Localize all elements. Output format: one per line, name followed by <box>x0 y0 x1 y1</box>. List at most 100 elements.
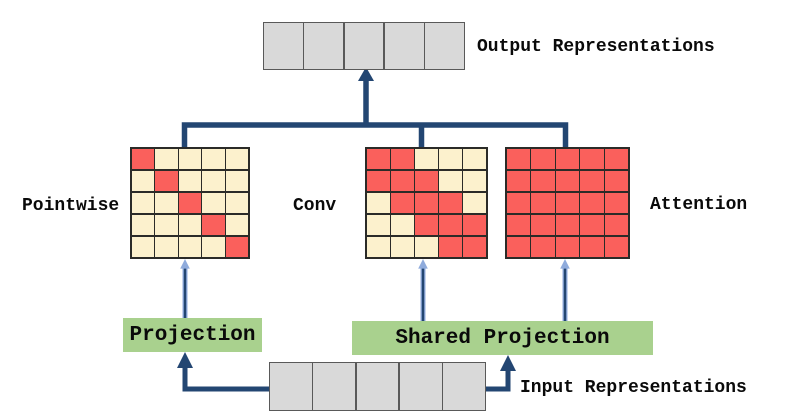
representation-cell <box>425 23 464 69</box>
inactive-matrix-cell <box>225 170 248 192</box>
output-representations-row <box>263 22 465 70</box>
shared-to-conv-arrow <box>418 259 428 321</box>
attention-matrix <box>505 147 630 259</box>
active-matrix-cell <box>580 192 604 214</box>
inactive-matrix-cell <box>202 236 225 257</box>
active-matrix-cell <box>507 192 531 214</box>
representation-cell <box>443 363 485 410</box>
inactive-matrix-cell <box>367 214 390 236</box>
representation-cell <box>313 363 356 410</box>
projection-box: Projection <box>123 318 262 352</box>
inactive-matrix-cell <box>202 149 225 170</box>
inactive-matrix-cell <box>391 214 414 236</box>
representation-cell <box>384 23 424 69</box>
projection-to-pointwise-arrow <box>180 259 190 318</box>
inactive-matrix-cell <box>391 236 414 257</box>
pointwise-label: Pointwise <box>22 196 120 216</box>
inactive-matrix-cell <box>202 192 225 214</box>
active-matrix-cell <box>555 170 580 192</box>
inactive-matrix-cell <box>155 192 178 214</box>
active-matrix-cell <box>391 192 414 214</box>
active-matrix-cell <box>531 170 555 192</box>
active-matrix-cell <box>531 214 555 236</box>
active-matrix-cell <box>580 214 604 236</box>
inactive-matrix-cell <box>202 170 225 192</box>
active-matrix-cell <box>507 170 531 192</box>
inactive-matrix-cell <box>225 214 248 236</box>
inactive-matrix-cell <box>463 170 486 192</box>
inactive-matrix-cell <box>415 236 438 257</box>
active-matrix-cell <box>580 149 604 170</box>
inactive-matrix-cell <box>178 236 202 257</box>
representation-cell <box>264 23 303 69</box>
inactive-matrix-cell <box>178 149 202 170</box>
active-matrix-cell <box>507 214 531 236</box>
conv-matrix <box>365 147 488 259</box>
active-matrix-cell <box>367 170 390 192</box>
inactive-matrix-cell <box>132 192 155 214</box>
active-matrix-cell <box>225 236 248 257</box>
active-matrix-cell <box>463 214 486 236</box>
output-arrow-head <box>358 67 374 81</box>
active-matrix-cell <box>391 149 414 170</box>
inactive-matrix-cell <box>439 170 462 192</box>
active-matrix-cell <box>415 170 438 192</box>
inactive-matrix-cell <box>225 149 248 170</box>
active-matrix-cell <box>555 192 580 214</box>
representation-cell <box>356 363 399 410</box>
inactive-matrix-cell <box>132 236 155 257</box>
active-matrix-cell <box>604 149 628 170</box>
active-matrix-cell <box>604 192 628 214</box>
active-matrix-cell <box>555 214 580 236</box>
inactive-matrix-cell <box>225 192 248 214</box>
active-matrix-cell <box>507 236 531 257</box>
inactive-matrix-cell <box>415 149 438 170</box>
representation-cell <box>270 363 312 410</box>
active-matrix-cell <box>415 214 438 236</box>
input-representations-label: Input Representations <box>520 378 747 398</box>
representation-cell <box>399 363 442 410</box>
inactive-matrix-cell <box>132 170 155 192</box>
conv-label: Conv <box>293 196 337 216</box>
active-matrix-cell <box>439 214 462 236</box>
input-representations-row <box>269 362 486 411</box>
active-matrix-cell <box>531 236 555 257</box>
inactive-matrix-cell <box>463 149 486 170</box>
active-matrix-cell <box>439 236 462 257</box>
attention-label: Attention <box>650 195 748 215</box>
active-matrix-cell <box>202 214 225 236</box>
representation-cell <box>304 23 344 69</box>
representation-cell <box>344 23 384 69</box>
active-matrix-cell <box>178 192 202 214</box>
inactive-matrix-cell <box>132 214 155 236</box>
active-matrix-cell <box>555 236 580 257</box>
active-matrix-cell <box>580 236 604 257</box>
active-matrix-cell <box>604 214 628 236</box>
active-matrix-cell <box>367 149 390 170</box>
bus-connector-line <box>181 122 569 150</box>
inactive-matrix-cell <box>178 214 202 236</box>
shared-projection-box: Shared Projection <box>352 321 653 355</box>
input-to-projection-arrow <box>177 352 269 392</box>
active-matrix-cell <box>555 149 580 170</box>
active-matrix-cell <box>155 170 178 192</box>
active-matrix-cell <box>604 236 628 257</box>
active-matrix-cell <box>391 170 414 192</box>
active-matrix-cell <box>463 236 486 257</box>
shared-to-attention-arrow <box>560 259 570 321</box>
inactive-matrix-cell <box>463 192 486 214</box>
pointwise-matrix <box>130 147 250 259</box>
output-representations-label: Output Representations <box>477 37 715 57</box>
inactive-matrix-cell <box>367 192 390 214</box>
active-matrix-cell <box>531 149 555 170</box>
active-matrix-cell <box>439 192 462 214</box>
inactive-matrix-cell <box>155 149 178 170</box>
inactive-matrix-cell <box>367 236 390 257</box>
active-matrix-cell <box>507 149 531 170</box>
inactive-matrix-cell <box>155 214 178 236</box>
active-matrix-cell <box>531 192 555 214</box>
active-matrix-cell <box>132 149 155 170</box>
inactive-matrix-cell <box>439 149 462 170</box>
